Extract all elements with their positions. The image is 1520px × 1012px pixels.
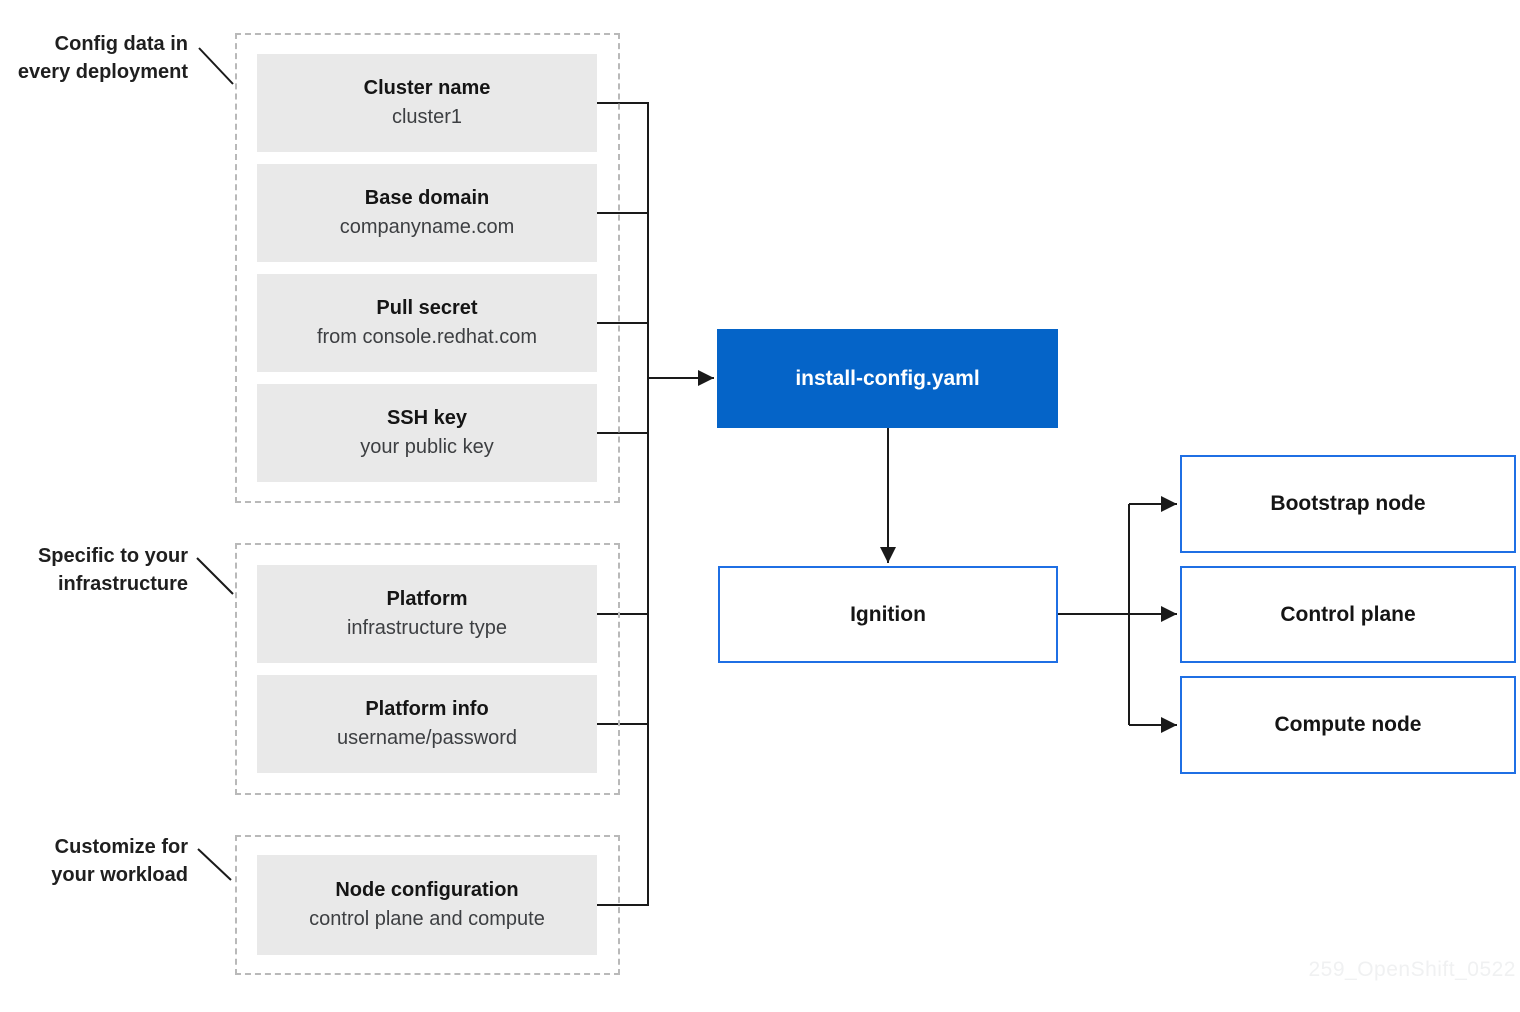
group-workload (235, 835, 620, 975)
box-subtitle: cluster1 (391, 106, 463, 128)
node-label: Ignition (850, 602, 926, 626)
label-line: your workload (51, 864, 188, 886)
infra-box-platform: Platform infrastructure type (257, 565, 597, 663)
node-label: install-config.yaml (795, 366, 980, 390)
box-subtitle: control plane and compute (309, 908, 545, 930)
label-infrastructure: Specific to your infrastructure (38, 542, 188, 598)
box-subtitle: infrastructure type (346, 617, 508, 639)
node-control-plane: Control plane (1180, 566, 1516, 663)
config-box-base-domain: Base domain companyname.com (257, 164, 597, 262)
watermark-text: 259_OpenShift_0522 (1308, 958, 1516, 981)
box-subtitle: your public key (360, 436, 494, 458)
box-subtitle: username/password (336, 727, 518, 749)
label-workload: Customize for your workload (51, 833, 188, 889)
box-subtitle: companyname.com (339, 216, 515, 238)
box-title: Node configuration (335, 879, 519, 901)
box-title: Base domain (364, 187, 490, 209)
infra-box-platform-info: Platform info username/password (257, 675, 597, 773)
config-box-pull-secret: Pull secret from console.redhat.com (257, 274, 597, 372)
box-subtitle: from console.redhat.com (316, 326, 538, 348)
node-ignition: Ignition (718, 566, 1058, 663)
label-line: Specific to your (37, 545, 188, 567)
box-title: Platform (386, 588, 468, 610)
box-title: Pull secret (376, 297, 478, 319)
node-label: Compute node (1274, 713, 1422, 736)
node-install-config-yaml: install-config.yaml (717, 329, 1058, 428)
workload-box-node-configuration: Node configuration control plane and com… (257, 855, 597, 955)
label-pointer-config (198, 47, 234, 85)
label-line: every deployment (17, 61, 188, 83)
config-box-cluster-name: Cluster name cluster1 (257, 54, 597, 152)
node-label: Bootstrap node (1270, 492, 1426, 515)
node-label: Control plane (1280, 602, 1416, 626)
node-bootstrap: Bootstrap node (1180, 455, 1516, 553)
label-config-data: Config data in every deployment (18, 30, 188, 86)
label-pointer-infra (196, 557, 234, 595)
node-compute: Compute node (1180, 676, 1516, 774)
label-pointer-workload (197, 848, 232, 881)
label-line: infrastructure (57, 573, 188, 595)
config-box-ssh-key: SSH key your public key (257, 384, 597, 482)
box-title: SSH key (386, 407, 468, 429)
group-config-data (235, 33, 620, 503)
box-title: Platform info (365, 698, 489, 720)
label-line: Customize for (54, 836, 188, 858)
box-title: Cluster name (363, 77, 491, 99)
label-line: Config data in (54, 33, 188, 55)
group-infrastructure (235, 543, 620, 795)
